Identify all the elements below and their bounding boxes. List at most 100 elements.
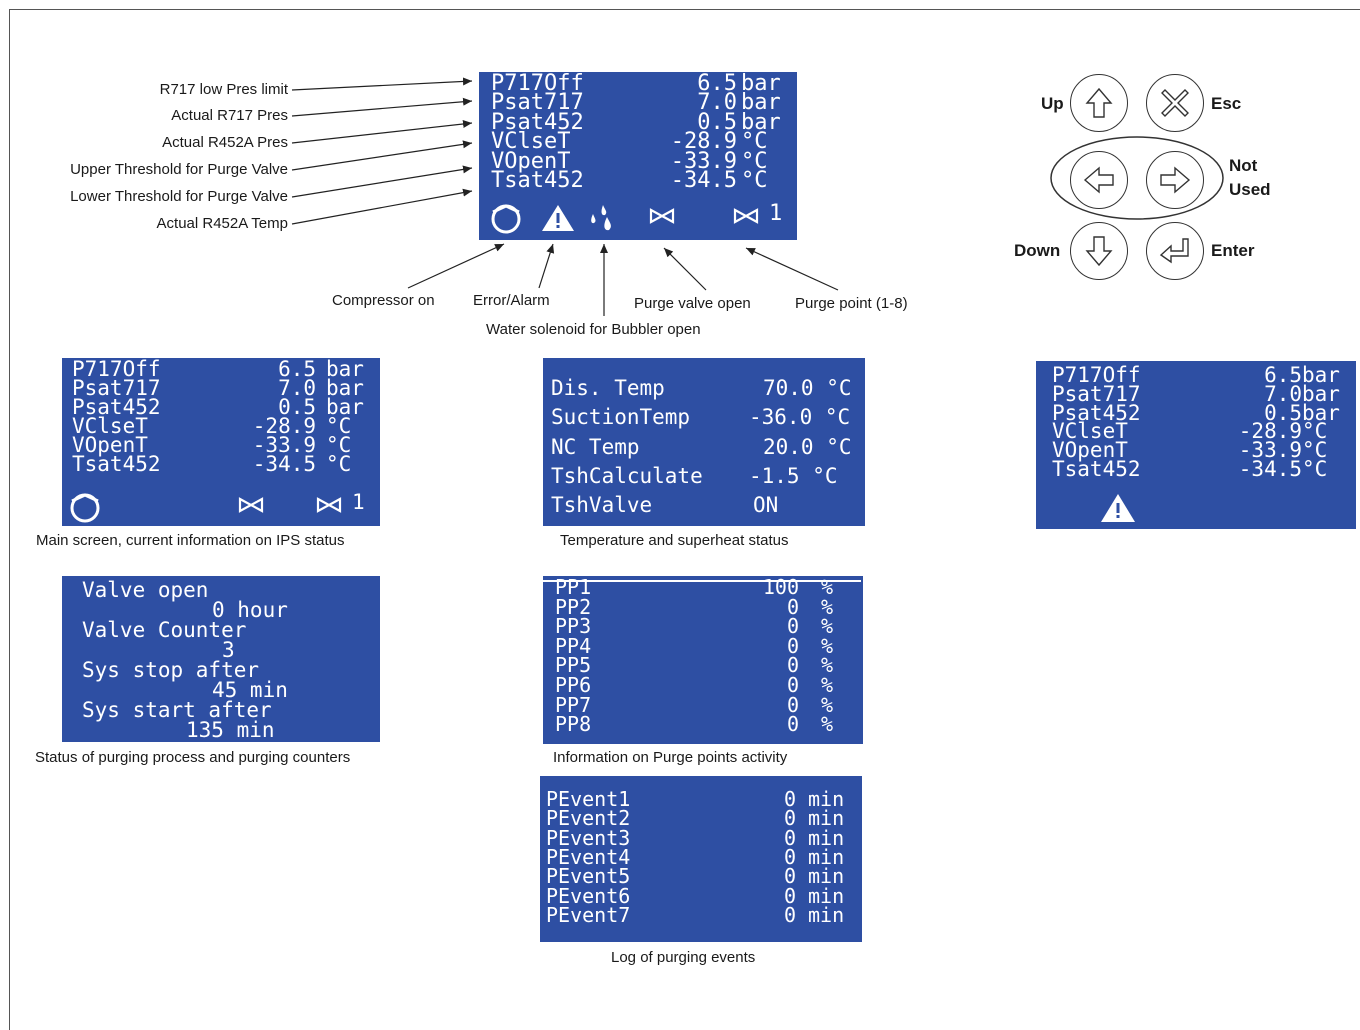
lcd-row-unit: %	[821, 594, 834, 619]
lcd-row-unit: °C	[741, 168, 768, 193]
esc-button[interactable]	[1146, 74, 1204, 132]
down-button[interactable]	[1070, 222, 1128, 280]
compressor-icon	[70, 493, 100, 523]
lcd-row-name: VClseT	[72, 414, 148, 438]
counter-value: 135 min	[186, 718, 275, 742]
lcd-row-value: 0.5	[697, 109, 737, 135]
lcd-row: VOpenT-33.9°C	[72, 433, 368, 457]
lcd-row-unit: min	[808, 844, 845, 869]
lcd-row-unit: min	[808, 787, 845, 811]
lcd-row-value: ON	[753, 493, 779, 518]
lcd-row-value: 0	[783, 787, 796, 811]
lcd-row-value: 6.5	[697, 72, 737, 96]
lcd-row-unit: bar	[1302, 363, 1340, 387]
lcd-row-name: PEvent6	[546, 883, 631, 908]
label-enter: Enter	[1211, 241, 1255, 260]
lcd-row-value: -33.9	[1238, 438, 1302, 463]
lcd-row-unit: °C	[326, 452, 352, 476]
lcd-row-value: -1.5 °C	[749, 463, 838, 488]
lcd-row-name: PP3	[555, 614, 592, 639]
lcd-row-unit: %	[821, 692, 834, 717]
lcd-row-name: VOpenT	[72, 433, 148, 457]
lcd-row-unit: min	[808, 825, 845, 850]
lcd-row-unit: bar	[1302, 400, 1340, 425]
lcd-row-name: Tsat452	[72, 452, 161, 476]
up-button[interactable]	[1070, 74, 1128, 132]
callout-label: Upper Threshold for Purge Valve	[70, 161, 288, 178]
lcd-row-unit: °C	[741, 148, 768, 174]
lcd-row-value: 0	[786, 614, 799, 639]
lcd-row-unit: °C	[1302, 419, 1328, 444]
lcd-row-name: VClseT	[1052, 419, 1128, 444]
caption-main-screen: Main screen, current information on IPS …	[36, 532, 345, 549]
lcd-row: VOpenT-33.9°C	[491, 148, 787, 174]
lcd-row-name: TshValve	[551, 493, 653, 518]
lcd-row-value: 100	[762, 576, 799, 599]
lcd-row-name: PP4	[555, 633, 592, 658]
lcd-row-name: PEvent2	[546, 806, 631, 831]
lcd-row-unit: °C	[741, 129, 768, 155]
lcd-row-unit: %	[821, 653, 834, 678]
arrow-down-icon	[1085, 236, 1113, 267]
lcd-row-unit: °C	[1302, 438, 1328, 463]
lcd-row: Tsat452-34.5°C	[1052, 457, 1348, 481]
lcd-row-name: Psat717	[1052, 381, 1141, 406]
enter-icon	[1159, 238, 1189, 264]
lcd-row-unit: min	[808, 864, 845, 889]
lcd-row-name: SuctionTemp	[551, 405, 691, 430]
callout-label: Actual R452A Temp	[156, 215, 288, 232]
lcd-row: VClseT-28.9°C	[72, 414, 368, 438]
water-drops-icon	[591, 205, 611, 231]
label-purge-point: Purge point (1-8)	[795, 295, 908, 312]
lcd-row-value: -34.5	[670, 168, 737, 193]
lcd-row-unit: %	[821, 614, 834, 639]
label-esc: Esc	[1211, 94, 1242, 113]
lcd-row-value: 7.0	[1264, 381, 1302, 406]
lcd-row-name: Psat452	[1052, 400, 1141, 425]
lcd-row: Tsat452-34.5°C	[491, 168, 787, 193]
lcd-row-unit: bar	[326, 358, 364, 381]
enter-button[interactable]	[1146, 222, 1204, 280]
left-button[interactable]	[1070, 151, 1128, 209]
lcd-row-value: 7.0	[278, 376, 316, 400]
lcd-row-name: VOpenT	[1052, 438, 1128, 463]
lcd-row-unit: bar	[326, 395, 364, 419]
lcd-row-value: 0	[783, 825, 796, 850]
lcd-row-name: Dis. Temp	[551, 376, 665, 400]
lcd-row-value: 7.0	[697, 90, 737, 116]
lcd-row-value: -28.9	[670, 129, 737, 155]
lcd-row-unit: °C	[1302, 457, 1328, 481]
lcd-row-value: 0	[786, 633, 799, 658]
lcd-row-name: Psat717	[72, 376, 161, 400]
lcd-row: SuctionTemp-36.0 °C	[551, 403, 859, 432]
lcd-row: Tsat452-34.5°C	[72, 452, 368, 476]
arrow-right-icon	[1160, 166, 1191, 194]
counter-value: 45 min	[212, 678, 288, 702]
lcd-row-unit: °C	[326, 433, 352, 457]
lcd-row-name: PEvent5	[546, 864, 631, 889]
lcd-row-value: 0	[786, 594, 799, 619]
lcd-row-name: Tsat452	[1052, 457, 1141, 481]
right-button[interactable]	[1146, 151, 1204, 209]
lcd-row-name: PP7	[555, 692, 592, 717]
lcd-row-value: 0	[783, 806, 796, 831]
